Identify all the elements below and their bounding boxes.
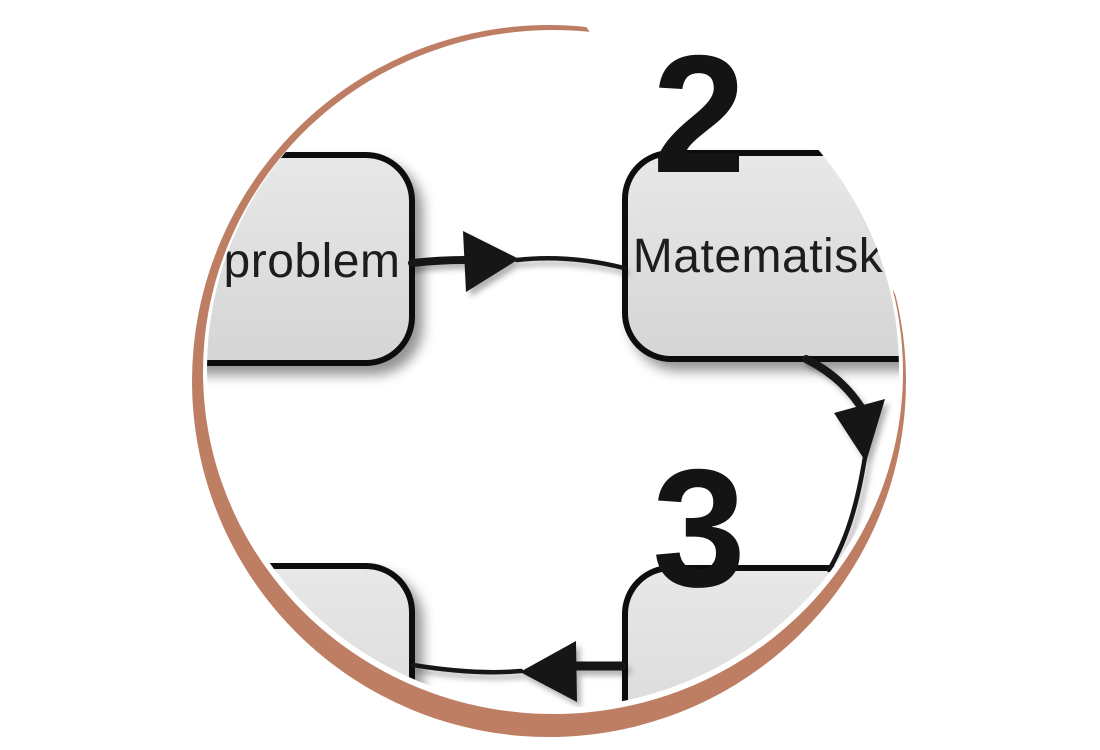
matematisk-box-label: Matematisk — [633, 230, 884, 283]
step-number-2: 2 — [652, 20, 745, 208]
step-number-3: 3 — [652, 434, 745, 622]
arrow-matematisk-to-step3-icon — [802, 355, 885, 573]
problem-box-label: problem — [224, 235, 401, 288]
magnifier-ring — [192, 25, 907, 738]
arrow-step3-to-bottom-left-icon — [410, 641, 627, 702]
arrow-problem-to-matematisk-icon — [408, 231, 627, 292]
